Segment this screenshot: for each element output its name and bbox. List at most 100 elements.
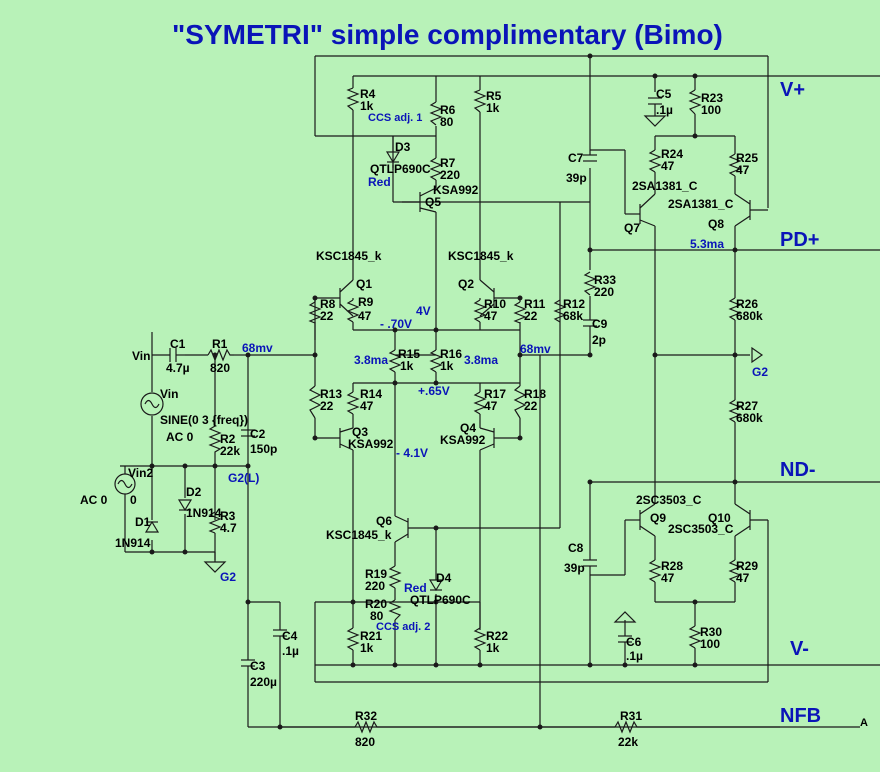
rail-label-vminus: V- <box>790 638 809 660</box>
ground-label-g2-left: G2 <box>220 570 236 584</box>
r28-symbol <box>648 559 662 583</box>
label-r24: R24 <box>661 147 683 161</box>
label-q10-model: 2SC3503_C <box>668 522 734 536</box>
label-r3: R3 <box>220 509 236 523</box>
label-r8-value: 22 <box>320 309 334 323</box>
label-c9-value: 2p <box>592 333 606 347</box>
label-c3-value: 220µ <box>250 675 277 689</box>
vas-upper-wiring <box>352 76 561 528</box>
label-c5-value: .1µ <box>656 103 673 117</box>
r3-symbol <box>208 511 222 534</box>
label-vin-source: Vin <box>160 387 178 401</box>
label-r1-value: 820 <box>210 361 230 375</box>
vin-source-symbol <box>140 392 164 416</box>
label-r2-value: 22k <box>220 444 240 458</box>
d2-diode-symbol <box>177 499 193 512</box>
label-r16-value: 1k <box>440 359 454 373</box>
label-q4: Q4 <box>460 421 476 435</box>
label-r6: R6 <box>440 103 456 117</box>
label-q5-model: KSA992 <box>433 183 479 197</box>
label-r4: R4 <box>360 87 376 101</box>
label-q8-model: 2SA1381_C <box>668 197 734 211</box>
feedback-wiring <box>380 56 780 728</box>
label-c6: C6 <box>626 635 642 649</box>
label-r12-value: 68k <box>563 309 583 323</box>
label-q8: Q8 <box>708 217 724 231</box>
label-c4: C4 <box>282 629 298 643</box>
annotation-3-8ma-left: 3.8ma <box>354 353 388 367</box>
r31-symbol <box>614 720 642 734</box>
label-r32-value: 820 <box>355 735 375 749</box>
label-r33: R33 <box>594 273 616 287</box>
r7-symbol <box>429 157 443 181</box>
label-r1: R1 <box>212 337 228 351</box>
label-d4-color: Red <box>404 581 427 595</box>
label-d3-color: Red <box>368 175 391 189</box>
label-sine: SINE(0 3 {freq}) <box>160 413 248 427</box>
label-q10: Q10 <box>708 511 731 525</box>
r5-symbol <box>473 89 487 113</box>
r10-symbol <box>473 299 487 323</box>
label-r28-value: 47 <box>661 571 675 585</box>
rail-label-nfb: NFB <box>780 705 821 727</box>
label-q1-model: KSC1845_k <box>316 249 382 263</box>
label-r21: R21 <box>360 629 382 643</box>
label-c8-value: 39p <box>564 561 585 575</box>
r33-symbol <box>583 271 597 296</box>
annotation-ccs-adj-2: CCS adj. 2 <box>376 621 430 633</box>
label-c1-value: 4.7µ <box>166 361 190 375</box>
r26-symbol <box>728 297 742 321</box>
label-r29: R29 <box>736 559 758 573</box>
annotation-68mv-input: 68mv <box>242 341 273 355</box>
r29-symbol <box>728 559 742 583</box>
label-d3-model: QTLP690C <box>370 162 431 176</box>
label-r9: R9 <box>358 295 374 309</box>
label-r4-value: 1k <box>360 99 374 113</box>
label-r7-value: 220 <box>440 168 460 182</box>
rail-label-pdplus: PD+ <box>780 229 819 251</box>
label-vin2: Vin2 <box>128 466 153 480</box>
label-c9: C9 <box>592 317 608 331</box>
label-r23: R23 <box>701 91 723 105</box>
label-r15-value: 1k <box>400 359 414 373</box>
label-d4: D4 <box>436 571 452 585</box>
r15-symbol <box>388 349 402 373</box>
r6-symbol <box>429 101 443 126</box>
d4-led-symbol <box>428 579 444 592</box>
label-r9-value: 47 <box>358 309 372 323</box>
q9-symbol <box>639 503 656 537</box>
label-r21-value: 1k <box>360 641 374 655</box>
output-stage-wiring <box>590 76 768 665</box>
label-vin: Vin <box>132 349 150 363</box>
r18-symbol <box>513 385 527 419</box>
label-c4-value: .1µ <box>282 644 299 658</box>
label-q9: Q9 <box>650 511 666 525</box>
label-c5: C5 <box>656 87 672 101</box>
label-q2: Q2 <box>458 277 474 291</box>
r21-symbol <box>346 627 360 651</box>
label-r24-value: 47 <box>661 159 675 173</box>
r2-symbol <box>208 425 222 458</box>
label-r32: R32 <box>355 709 377 723</box>
label-r22: R22 <box>486 629 508 643</box>
label-r22-value: 1k <box>486 641 500 655</box>
annotation-4v: 4V <box>416 304 431 318</box>
label-ac0: AC 0 <box>166 430 194 444</box>
label-r11: R11 <box>524 297 546 311</box>
label-r18-value: 22 <box>524 399 538 413</box>
r16-symbol <box>429 349 443 373</box>
label-c2: C2 <box>250 427 266 441</box>
r23-symbol <box>688 89 702 115</box>
label-r14-value: 47 <box>360 399 374 413</box>
label-r7: R7 <box>440 156 456 170</box>
label-q1: Q1 <box>356 277 372 291</box>
label-r15: R15 <box>398 347 420 361</box>
r8-symbol <box>308 301 322 324</box>
r4-symbol <box>346 87 360 111</box>
r20-symbol <box>388 599 402 621</box>
label-r27: R27 <box>736 399 758 413</box>
label-q5: Q5 <box>425 195 441 209</box>
label-zero: 0 <box>130 493 137 507</box>
label-r6-value: 80 <box>440 115 454 129</box>
